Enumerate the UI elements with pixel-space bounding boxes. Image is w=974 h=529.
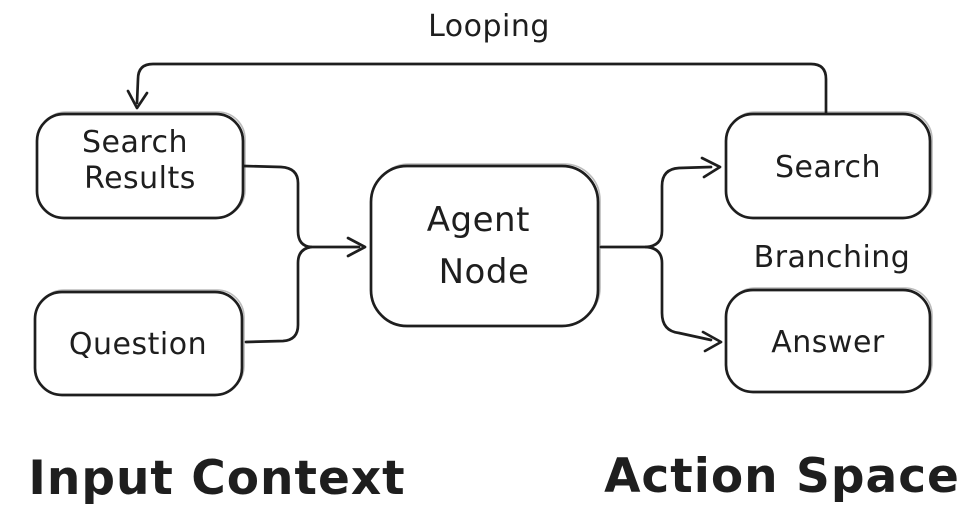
search-results-label: Search Results [82, 125, 198, 196]
agent-label: Agent Node [427, 200, 541, 292]
node-agent: Agent Node [369, 163, 601, 328]
looping-edge-line [135, 62, 828, 116]
question-box [33, 290, 244, 397]
edge-search-results-to-agent [242, 164, 313, 249]
node-question: Question [33, 289, 245, 397]
branch-down-arrowhead-icon [701, 330, 723, 353]
answer-box [724, 288, 932, 394]
edge-question-to-agent [244, 245, 313, 344]
node-search: Search [724, 111, 933, 220]
question-label: Question [69, 327, 207, 362]
edge-merge-arrow [309, 236, 367, 258]
action-space-section-label: Action Space [604, 449, 960, 504]
branch-up-line [644, 165, 713, 249]
search-box [724, 112, 932, 220]
edge-agent-to-answer [644, 245, 723, 353]
merge-arrowhead-icon [346, 236, 367, 258]
looping-arrowhead-icon [126, 89, 149, 110]
search-label: Search [775, 150, 881, 185]
search-results-edge-line [242, 164, 313, 249]
branching-annotation: Branching [754, 240, 911, 275]
agent-box [369, 164, 600, 328]
node-search-results: Search Results [35, 111, 246, 220]
search-results-box [35, 112, 245, 220]
answer-label: Answer [771, 325, 885, 360]
looping-annotation: Looping [428, 9, 550, 44]
question-edge-line [244, 245, 313, 344]
branch-up-arrowhead-icon [700, 156, 722, 179]
node-answer: Answer [724, 287, 933, 394]
branch-down-line [644, 245, 713, 342]
edge-agent-to-search [644, 156, 722, 249]
edge-looping [126, 62, 828, 116]
input-context-section-label: Input Context [28, 451, 405, 506]
